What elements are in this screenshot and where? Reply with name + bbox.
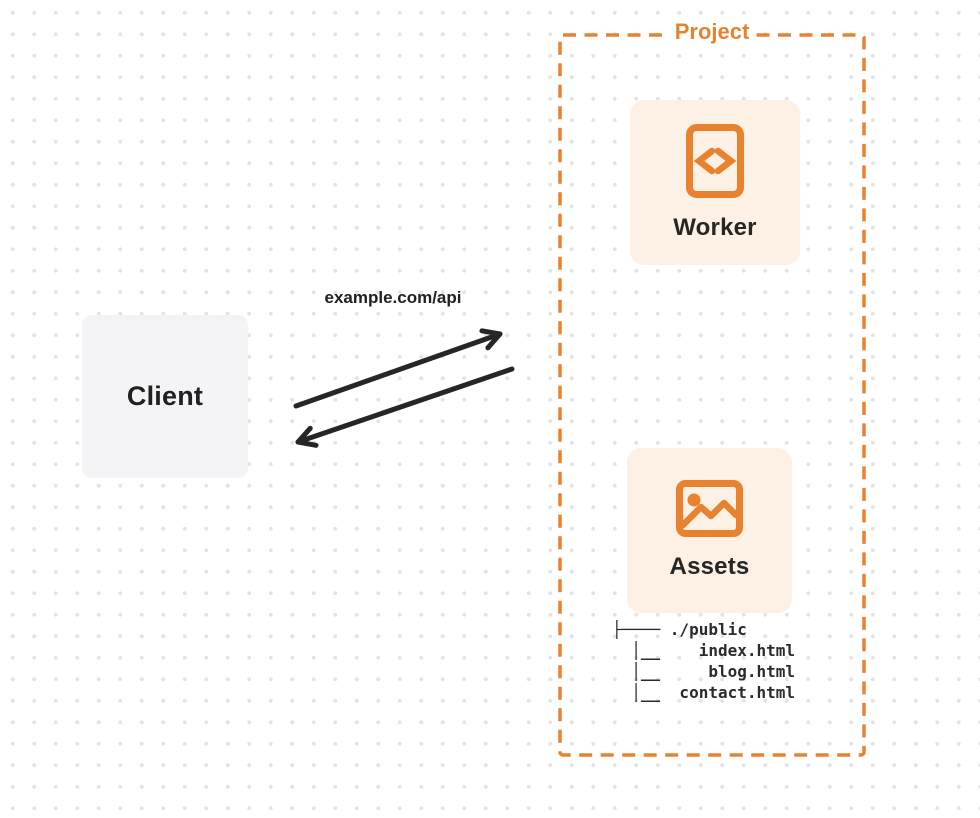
code-file-icon <box>686 123 744 198</box>
project-dashed-border <box>558 33 866 757</box>
request-arrow <box>293 328 503 409</box>
project-boundary: Project Worker Assets ├──── ./public │__… <box>558 19 866 757</box>
worker-node: Worker <box>630 100 800 265</box>
assets-label: Assets <box>669 553 750 580</box>
assets-node: Assets <box>627 448 792 613</box>
image-icon <box>676 480 743 537</box>
client-node: Client <box>82 315 248 478</box>
request-url-label: example.com/api <box>324 288 462 307</box>
response-arrow <box>295 366 515 448</box>
client-label: Client <box>126 381 204 411</box>
project-label: Project <box>669 19 755 45</box>
file-tree: ├──── ./public │__ index.html │__ blog.h… <box>612 620 796 702</box>
worker-label: Worker <box>673 213 757 241</box>
